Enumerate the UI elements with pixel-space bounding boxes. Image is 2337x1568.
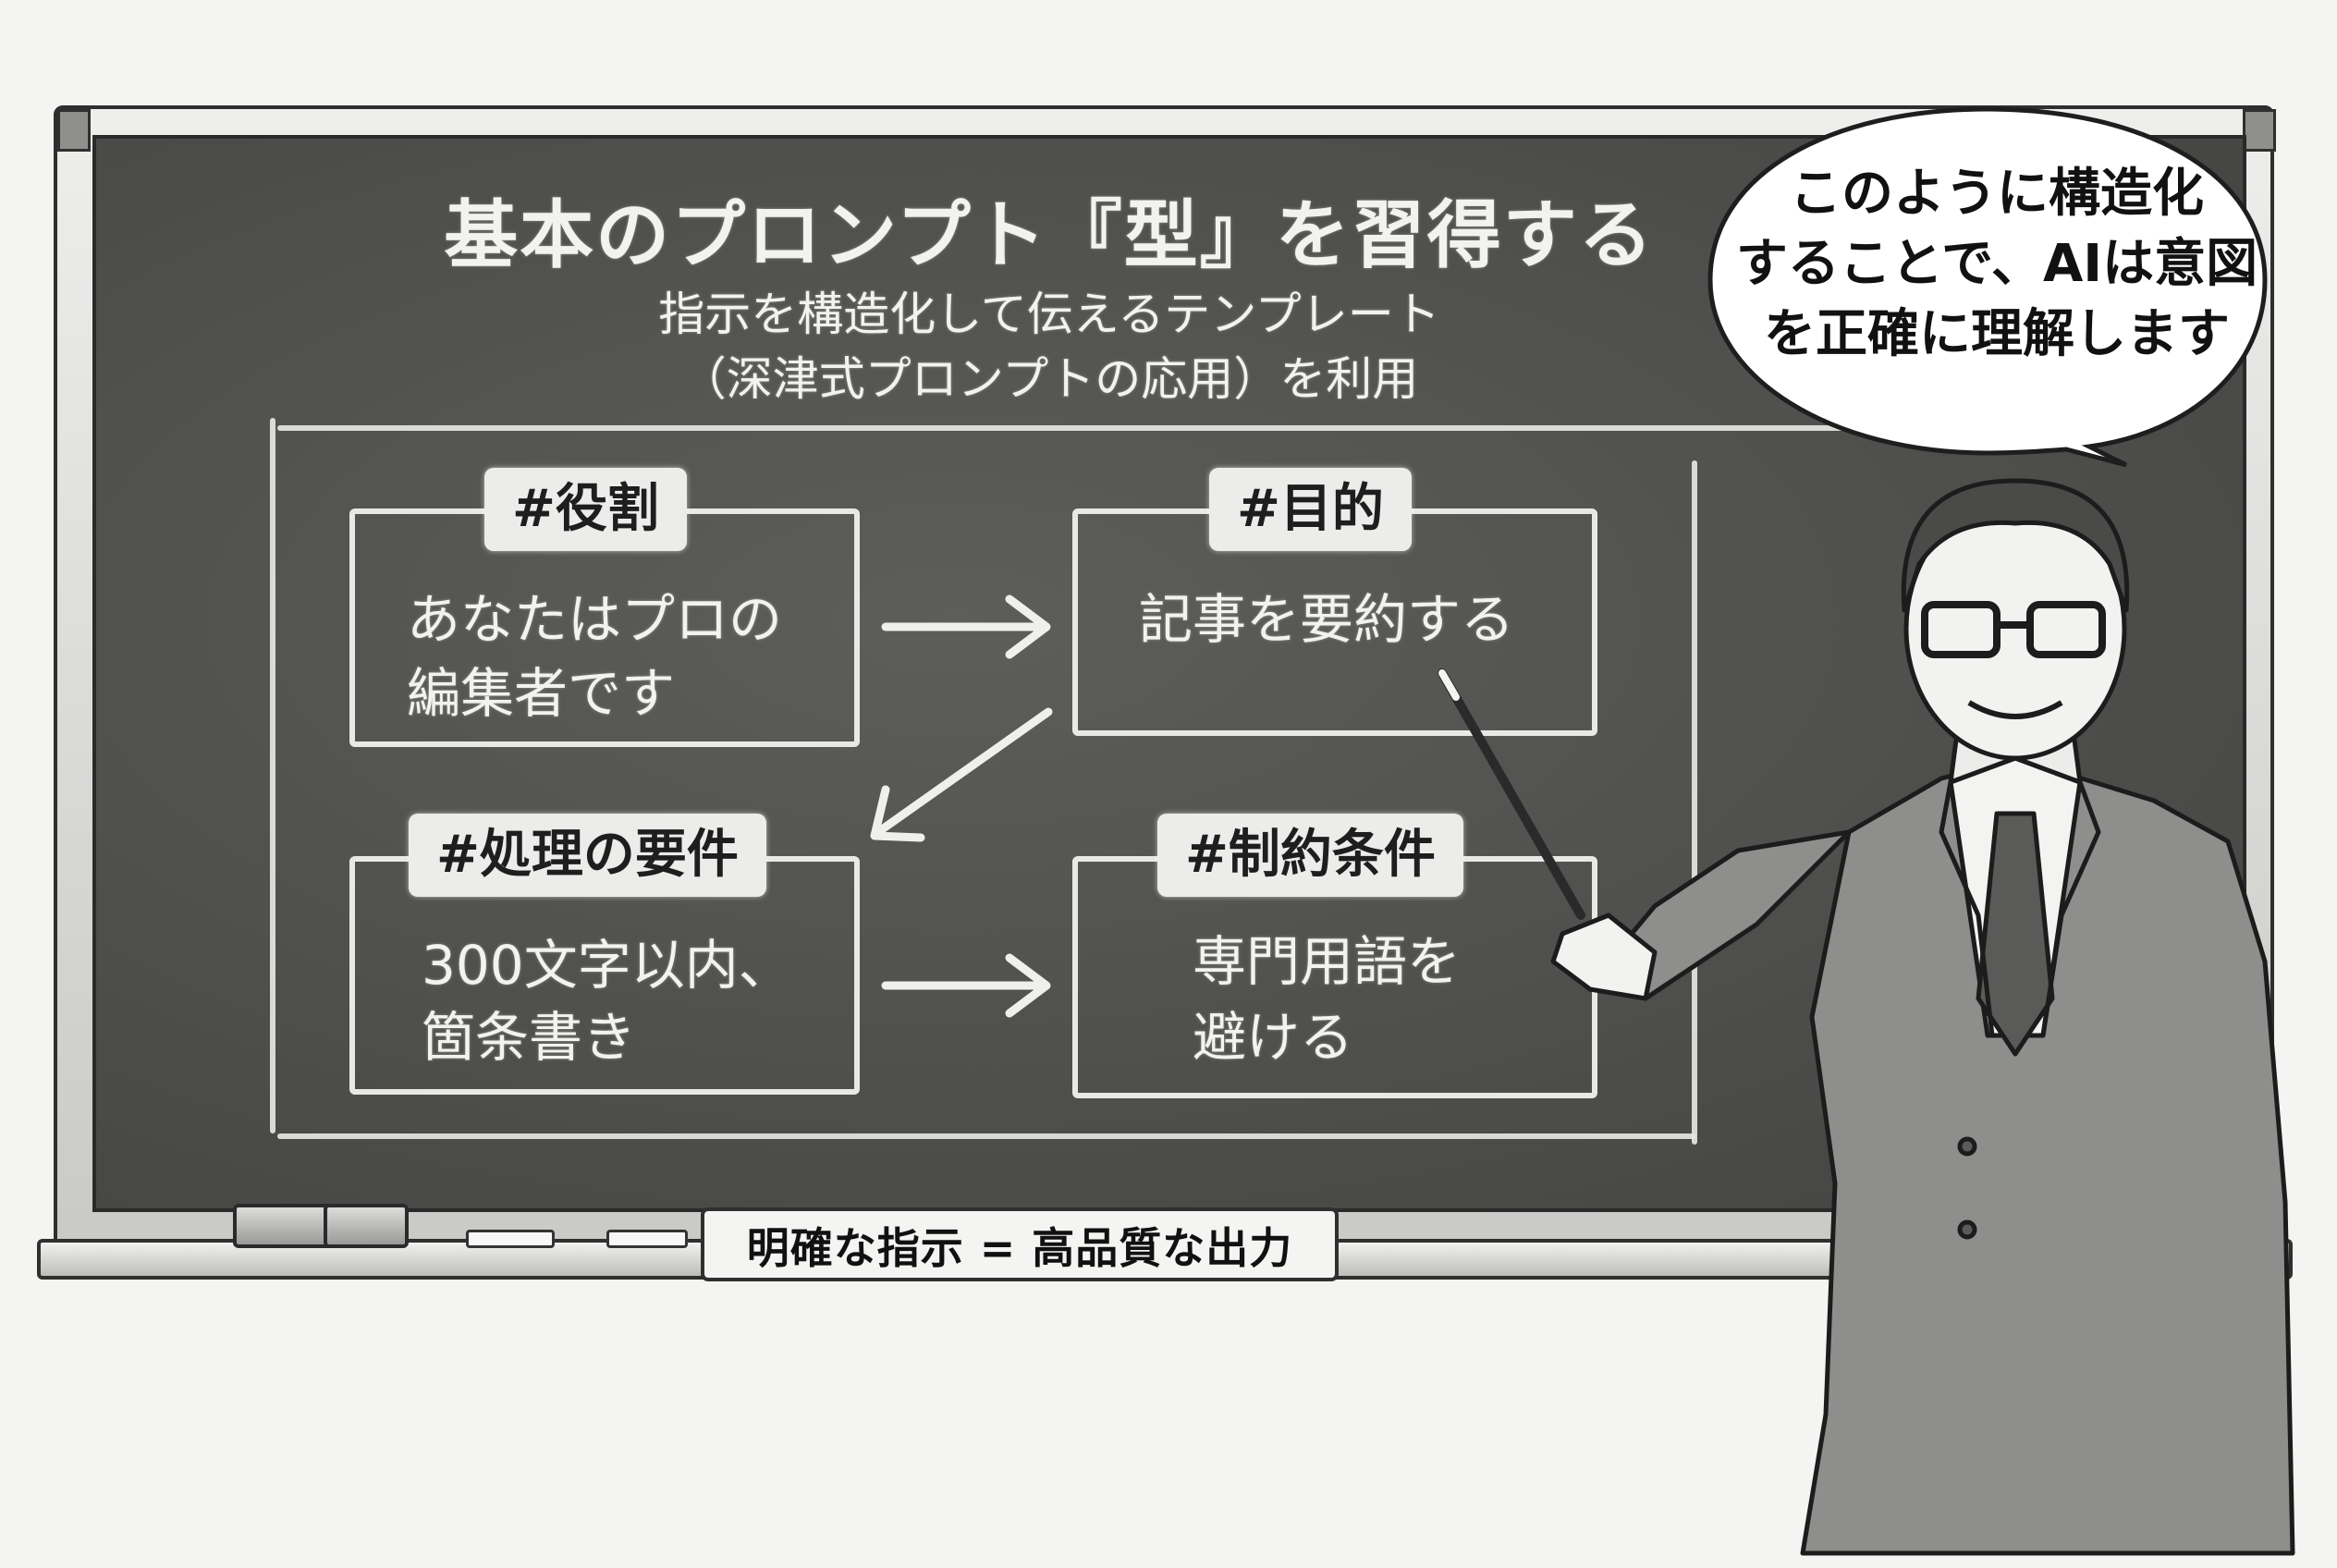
speech-bubble-text: このように構造化 することで、AIは意図 を正確に理解します <box>1719 159 2274 370</box>
chalk-icon <box>606 1230 688 1248</box>
outer-frame-left <box>270 418 275 1133</box>
purpose-text-line1: 記事を要約する <box>1139 588 1515 651</box>
role-text-line1: あなたはプロの <box>407 588 783 651</box>
speech-bubble-icon <box>1707 106 2268 468</box>
suit-button <box>1957 1136 1977 1157</box>
constraints-text-line2: 避ける <box>1193 1006 1354 1069</box>
teacher-tie <box>1976 811 2055 1057</box>
arrow-role-to-purpose <box>881 594 1051 659</box>
requirements-tag: #処理の要件 <box>409 814 766 897</box>
teacher-hand <box>1550 913 1658 1001</box>
purpose-tag: #目的 <box>1209 468 1412 551</box>
arrow-purpose-to-requirements <box>870 707 1053 842</box>
eraser-icon <box>324 1204 409 1248</box>
requirements-text-line2: 箇条書き <box>422 1006 637 1069</box>
constraints-tag: #制約条件 <box>1157 814 1463 897</box>
constraints-text-line1: 専門用語を <box>1193 930 1462 993</box>
frame-corner-top-left <box>57 109 91 152</box>
teacher-figure <box>1550 478 2295 1556</box>
suit-button <box>1957 1219 1977 1240</box>
outer-frame-bottom <box>277 1133 1695 1139</box>
board-subtitle-line2: （深津式プロンプトの応用）を利用 <box>679 352 1419 406</box>
outer-frame-top <box>277 425 1849 431</box>
footer-label: 明確な指示 = 高品質な出力 <box>701 1207 1339 1281</box>
role-text-line2: 編集者です <box>407 662 676 725</box>
teacher-hair <box>1901 478 2130 613</box>
eraser-icon <box>233 1204 335 1248</box>
role-tag: #役割 <box>484 468 687 551</box>
teacher-lapel-right <box>2040 781 2101 1036</box>
arrow-requirements-to-constraints <box>881 953 1051 1018</box>
board-subtitle-line1: 指示を構造化して伝えるテンプレート <box>658 288 1440 341</box>
teacher-lapel-left <box>1939 781 1995 1036</box>
board-title: 基本のプロンプト『型』を習得する <box>444 192 1655 278</box>
frame-corner-top-right <box>2243 109 2276 152</box>
teacher-smile <box>1967 700 2063 719</box>
speech-bubble-line1: このように構造化 <box>1790 164 2204 224</box>
requirements-text-line1: 300文字以内、 <box>422 934 792 997</box>
glasses-icon <box>1921 601 2106 658</box>
speech-bubble-line3: を正確に理解します <box>1764 304 2230 364</box>
speech-bubble-line2: することで、AIは意図 <box>1735 234 2258 294</box>
pointer-stick-icon <box>1438 668 1585 920</box>
chalk-icon <box>466 1230 555 1248</box>
outer-frame-right <box>1692 460 1697 1145</box>
